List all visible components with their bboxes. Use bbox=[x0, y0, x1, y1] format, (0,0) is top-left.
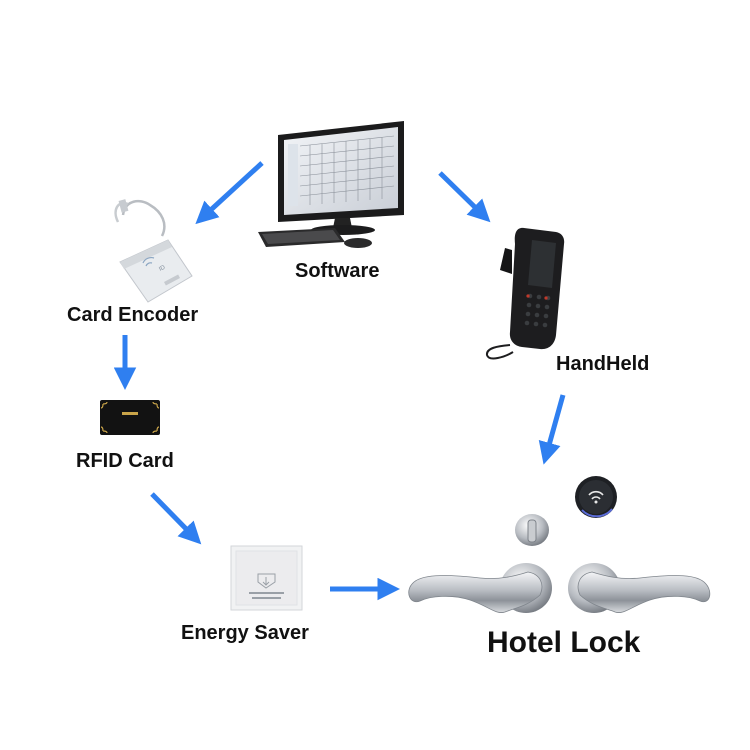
arrow-handheld-to-lock bbox=[538, 394, 566, 465]
software-label: Software bbox=[295, 260, 380, 282]
handheld-label: HandHeld bbox=[556, 353, 650, 375]
rfid-card-icon bbox=[100, 400, 160, 435]
energy-saver-label: Energy Saver bbox=[181, 622, 309, 644]
door-handle-icon bbox=[408, 563, 711, 613]
thumb-turn-icon bbox=[515, 514, 549, 546]
rfid-card-label: RFID Card bbox=[76, 450, 174, 472]
computer-icon bbox=[258, 121, 404, 248]
lock-reader-icon bbox=[575, 476, 617, 518]
svg-text:ID: ID bbox=[158, 265, 167, 273]
arrow-software-to-encoder bbox=[195, 161, 264, 225]
arrow-software-to-handheld bbox=[438, 171, 491, 223]
energy-saver-icon bbox=[230, 545, 303, 611]
card-encoder-icon: ID bbox=[114, 199, 193, 303]
card-encoder-label: Card Encoder bbox=[67, 304, 199, 326]
handheld-icon bbox=[486, 227, 565, 360]
hotel-lock-label: Hotel Lock bbox=[487, 626, 641, 659]
arrow-rfid-to-saver bbox=[150, 492, 202, 545]
